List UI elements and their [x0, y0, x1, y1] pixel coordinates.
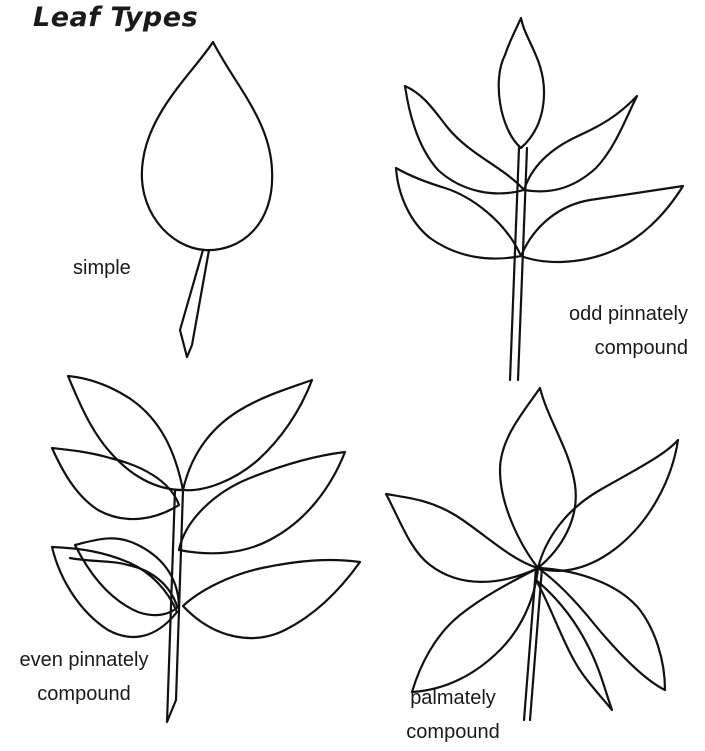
label-simple: simple	[73, 256, 131, 280]
label-even-pinnately-compound: even pinnately compound	[4, 648, 164, 706]
figure-title: Leaf Types	[33, 2, 198, 33]
label-even-line-1: even pinnately	[4, 648, 164, 672]
palmate-leaf-drawing	[386, 388, 678, 720]
label-odd-line-1: odd pinnately	[530, 302, 688, 326]
label-even-line-2: compound	[4, 682, 164, 706]
label-simple-line-1: simple	[73, 256, 131, 280]
label-palmately-compound: palmately compound	[393, 686, 513, 744]
label-palmate-line-1: palmately	[393, 686, 513, 710]
label-odd-pinnately-compound: odd pinnately compound	[530, 302, 688, 360]
label-palmate-line-2: compound	[393, 720, 513, 744]
simple-leaf-drawing	[142, 42, 272, 357]
label-odd-line-2: compound	[530, 336, 688, 360]
